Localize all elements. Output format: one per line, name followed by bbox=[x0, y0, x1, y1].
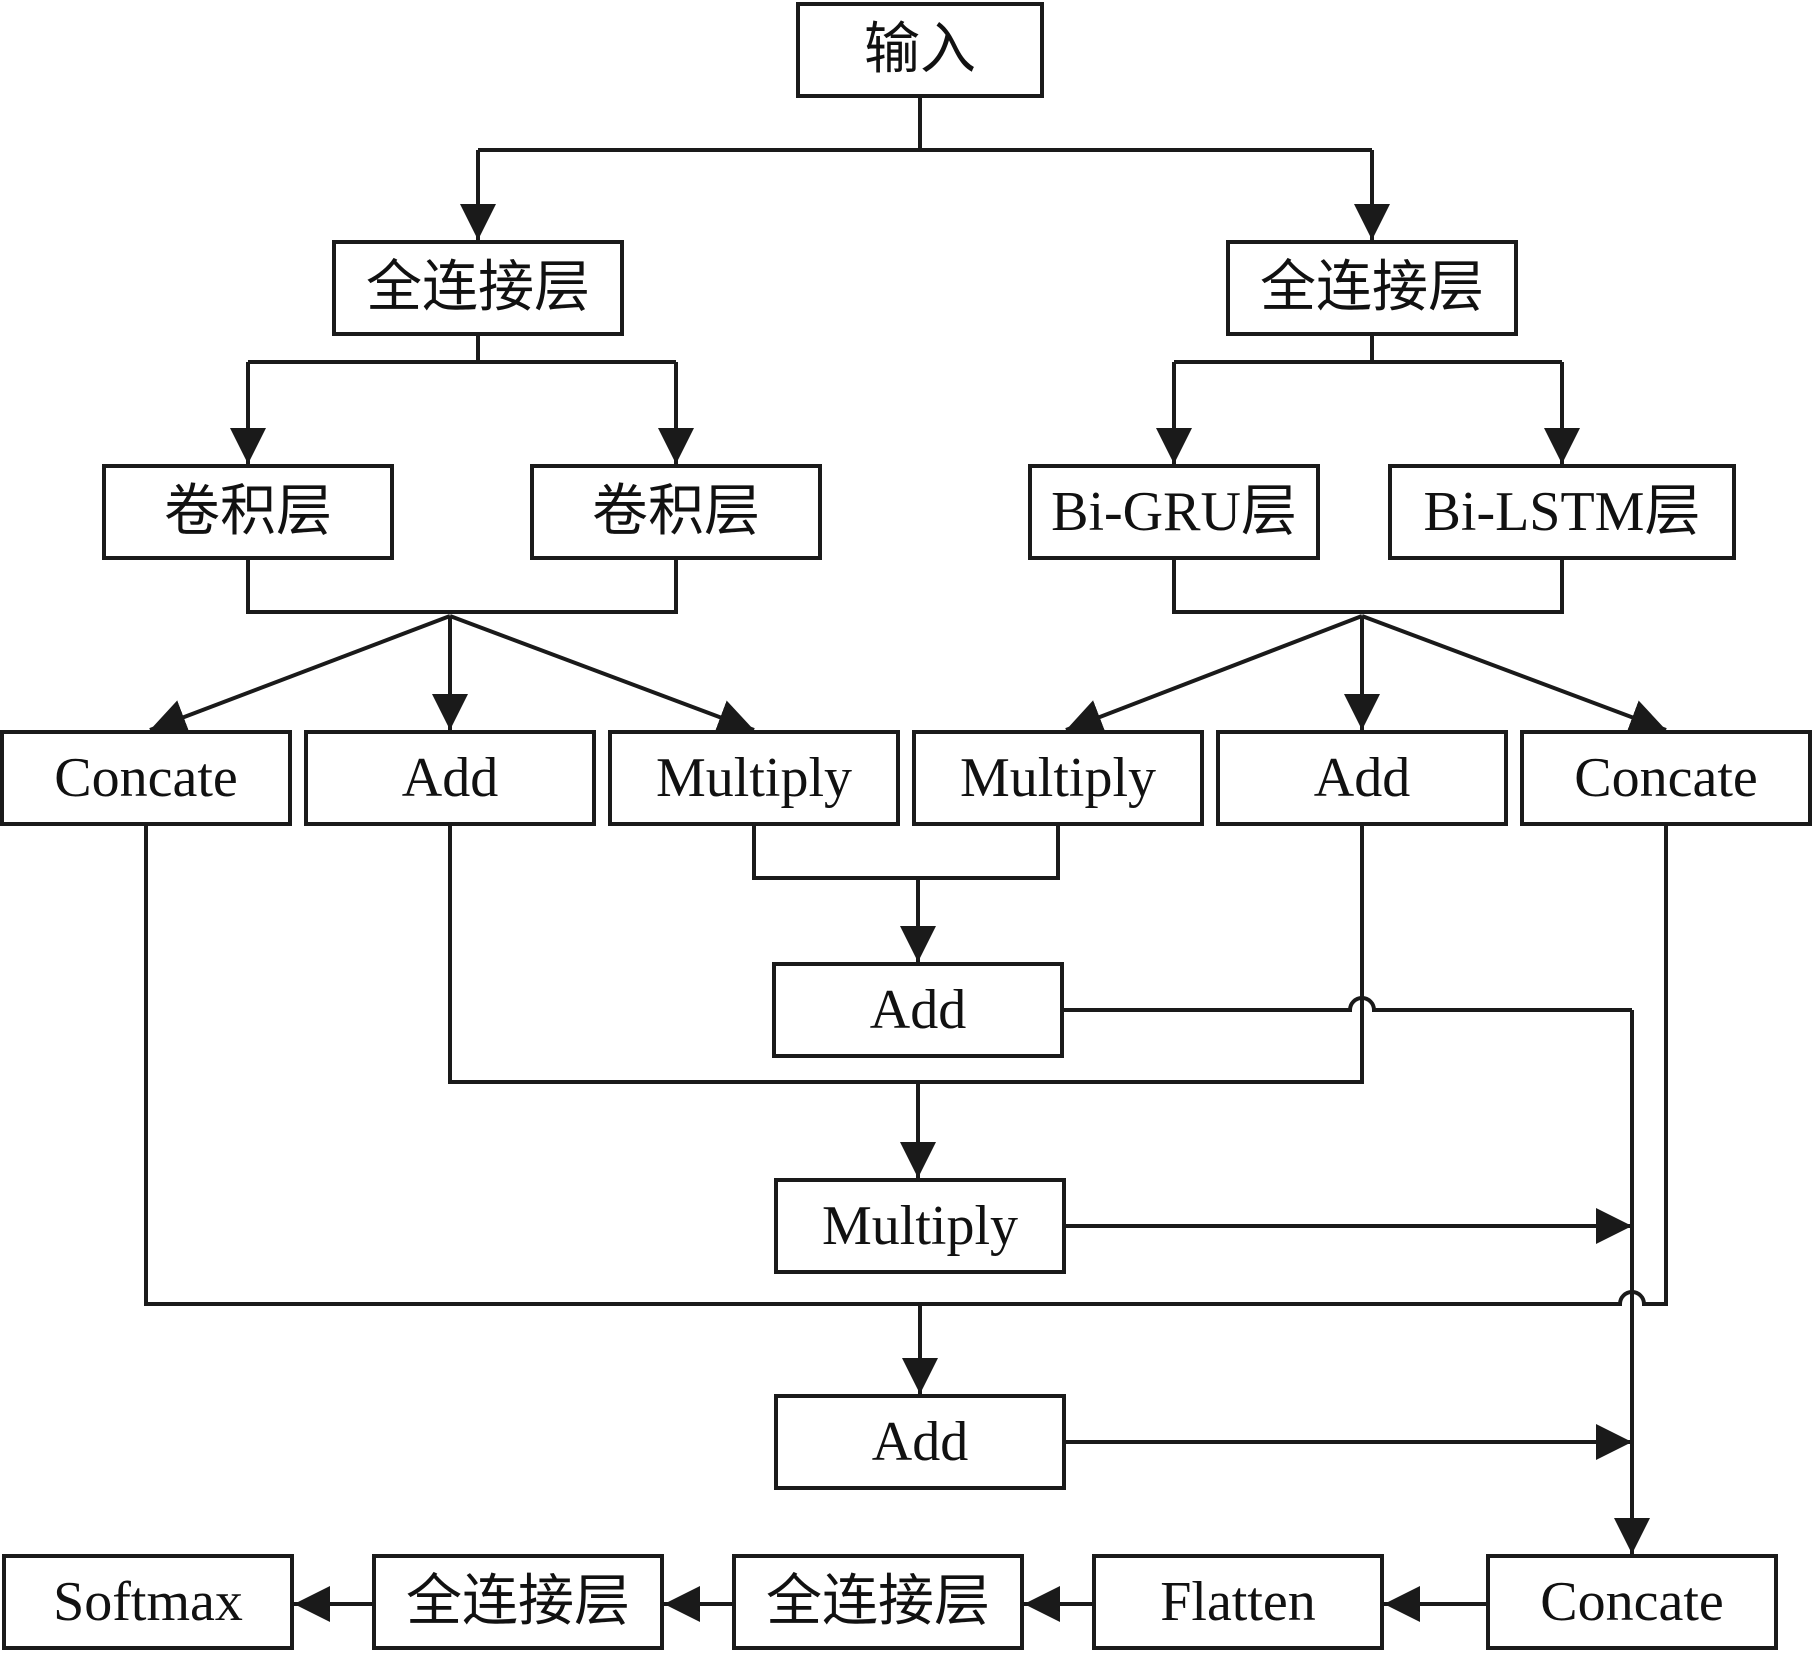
multiply-mid: Multiply bbox=[774, 1178, 1066, 1274]
input-node: 输入 bbox=[796, 2, 1044, 98]
add-left: Add bbox=[304, 730, 596, 826]
add-bottom: Add bbox=[774, 1394, 1066, 1490]
concate-right: Concate bbox=[1520, 730, 1812, 826]
flatten-layer: Flatten bbox=[1092, 1554, 1384, 1650]
bilstm-layer: Bi-LSTM层 bbox=[1388, 464, 1736, 560]
wire-add-merge bbox=[448, 826, 1364, 1084]
add-mid: Add bbox=[772, 962, 1064, 1058]
wire-add-mid-out bbox=[1062, 996, 1632, 1012]
softmax-layer: Softmax bbox=[2, 1554, 294, 1650]
add-right: Add bbox=[1216, 730, 1508, 826]
wire-fc-right-split bbox=[1174, 336, 1562, 364]
arrow-to-multiply-right bbox=[1065, 614, 1363, 734]
wire-conv-merge bbox=[246, 560, 678, 614]
concate-left: Concate bbox=[0, 730, 292, 826]
fully-connected-layer-right: 全连接层 bbox=[1226, 240, 1518, 336]
fully-connected-output-1: 全连接层 bbox=[732, 1554, 1024, 1650]
wire-input-split bbox=[478, 98, 1372, 152]
arrow-to-concate-right bbox=[1361, 614, 1667, 735]
fully-connected-output-2: 全连接层 bbox=[372, 1554, 664, 1650]
concate-final: Concate bbox=[1486, 1554, 1778, 1650]
conv-layer-1: 卷积层 bbox=[102, 464, 394, 560]
conv-layer-2: 卷积层 bbox=[530, 464, 822, 560]
wire-fc-left-split bbox=[248, 336, 676, 364]
arrow-to-concate-left bbox=[149, 614, 451, 735]
fully-connected-layer-left: 全连接层 bbox=[332, 240, 624, 336]
wire-rnn-merge bbox=[1172, 560, 1564, 614]
arrow-to-multiply-left bbox=[449, 614, 755, 735]
multiply-left: Multiply bbox=[608, 730, 900, 826]
wire-multiply-merge bbox=[752, 826, 1060, 880]
bigru-layer: Bi-GRU层 bbox=[1028, 464, 1320, 560]
multiply-right: Multiply bbox=[912, 730, 1204, 826]
